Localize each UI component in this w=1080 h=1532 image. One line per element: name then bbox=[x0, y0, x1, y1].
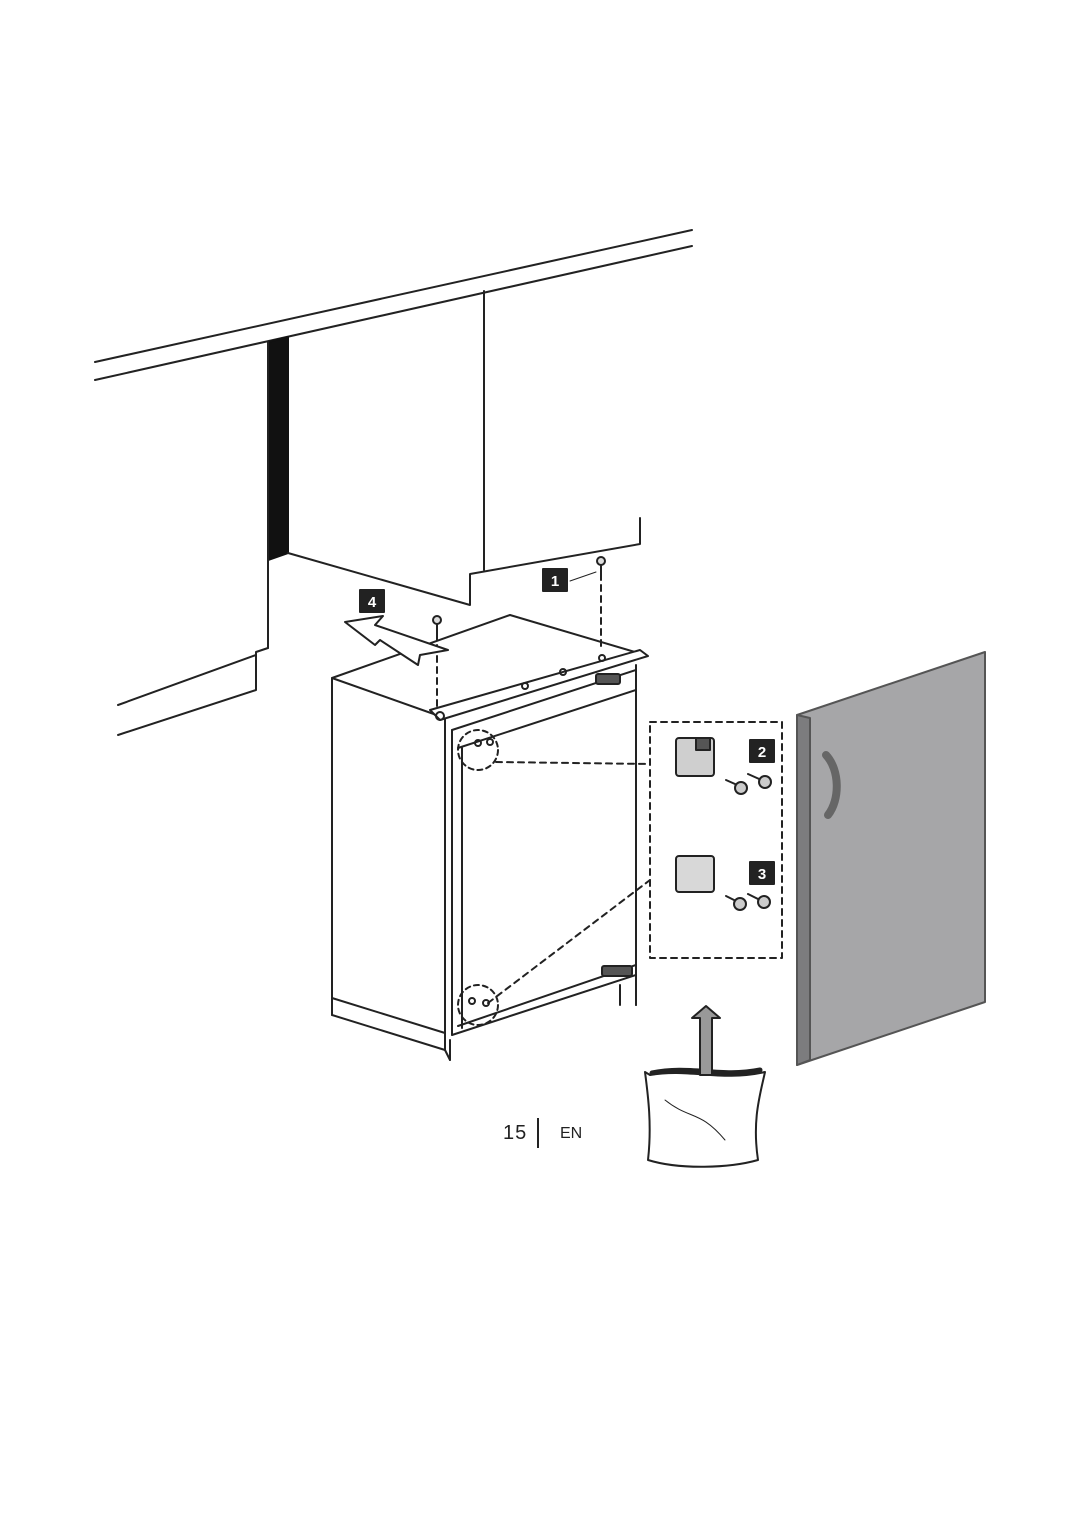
page-number: 15 bbox=[503, 1122, 528, 1144]
hinge-parts-callout bbox=[487, 721, 783, 1004]
page-footer bbox=[0, 1120, 1080, 1160]
door-panel bbox=[796, 651, 986, 1066]
step-badge-2 bbox=[749, 739, 775, 763]
footer-divider bbox=[537, 1118, 539, 1148]
step-label-1: 1 bbox=[551, 573, 559, 590]
language-code: EN bbox=[560, 1125, 583, 1142]
screw-step-4 bbox=[432, 615, 442, 709]
step-badge-1 bbox=[542, 568, 568, 592]
kitchen-countertop bbox=[94, 229, 693, 571]
accessories-bag bbox=[644, 1005, 766, 1168]
step-label-4: 4 bbox=[368, 594, 377, 611]
cabinet-niche bbox=[117, 336, 641, 736]
screw-step-1 bbox=[569, 556, 606, 651]
step-badge-4 bbox=[359, 589, 385, 613]
step-label-2: 2 bbox=[758, 744, 766, 761]
step-label-3: 3 bbox=[758, 866, 766, 883]
step-badge-3 bbox=[749, 861, 775, 885]
push-arrow bbox=[344, 615, 449, 666]
refrigerator bbox=[331, 614, 649, 1061]
